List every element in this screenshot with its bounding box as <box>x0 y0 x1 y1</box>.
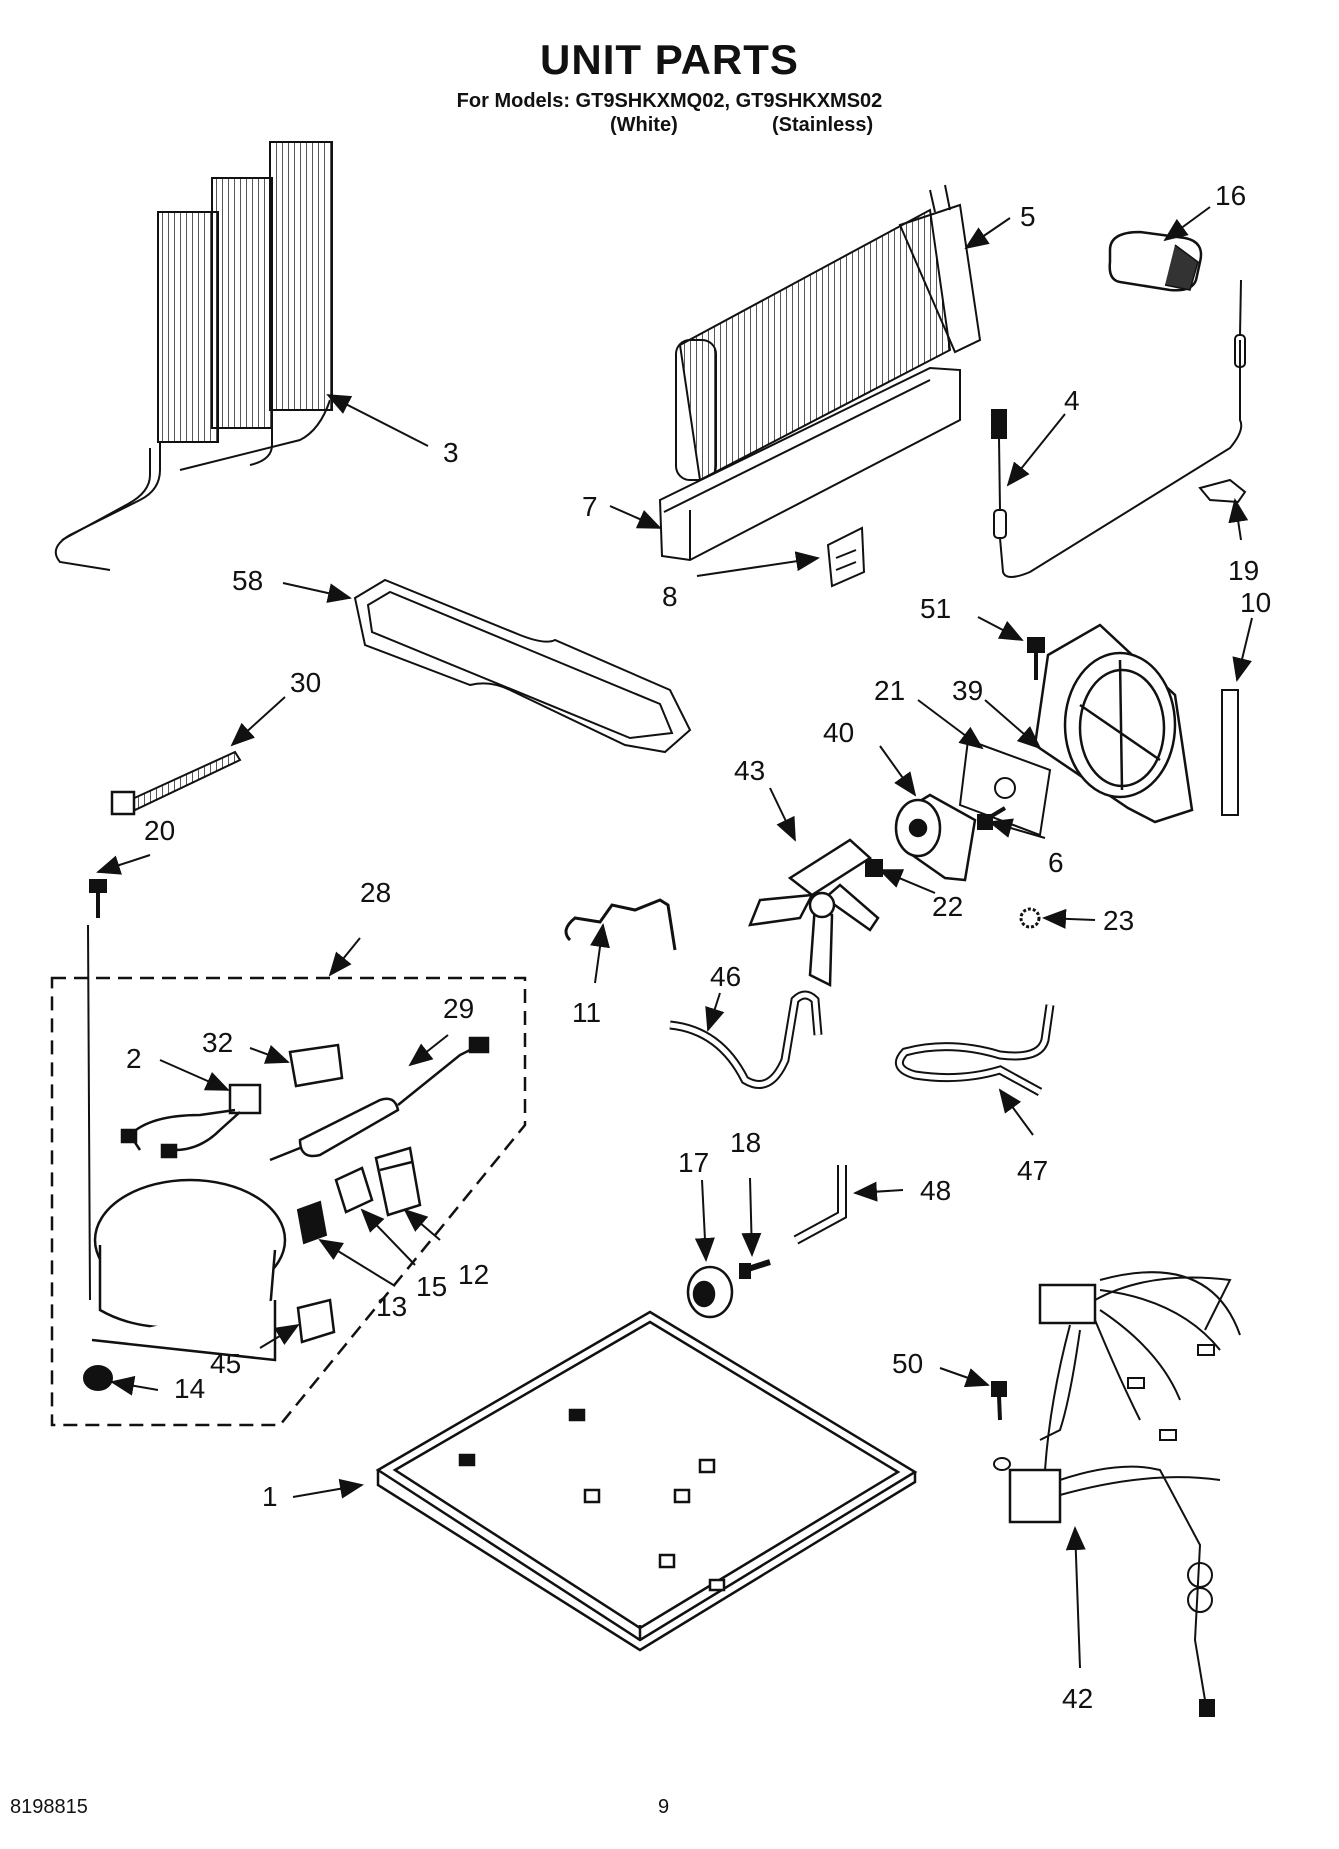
callout-2: 2 <box>126 1043 142 1074</box>
callout-20: 20 <box>144 815 175 846</box>
callout-11: 11 <box>572 997 601 1028</box>
callout-6: 6 <box>1048 847 1064 878</box>
base-frame <box>375 1310 918 1652</box>
fan-nut <box>865 859 883 877</box>
callout-50: 50 <box>892 1348 923 1379</box>
callout-58: 58 <box>232 565 263 596</box>
callout-29: 29 <box>443 993 474 1024</box>
callout-7: 7 <box>582 491 598 522</box>
callout-18: 18 <box>730 1127 761 1158</box>
callout-14: 14 <box>174 1373 205 1404</box>
small-clip <box>1019 907 1041 929</box>
callout-51: 51 <box>920 593 951 624</box>
callout-21: 21 <box>874 675 905 706</box>
callout-40: 40 <box>823 717 854 748</box>
callout-4: 4 <box>1064 385 1080 416</box>
callout-19: 19 <box>1228 555 1259 586</box>
callout-8: 8 <box>662 581 678 612</box>
page-number: 9 <box>658 1796 670 1818</box>
defrost-thermistor <box>991 279 1246 578</box>
wheel-axle <box>739 1259 771 1279</box>
condenser-coil <box>54 141 333 571</box>
callout-10: 10 <box>1240 587 1271 618</box>
callout-46: 46 <box>710 961 741 992</box>
thermistor-clip <box>1198 478 1247 504</box>
roller-wheel <box>686 1265 734 1319</box>
callout-28: 28 <box>360 877 391 908</box>
callout-30: 30 <box>290 667 321 698</box>
callout-23: 23 <box>1103 905 1134 936</box>
doc-number: 8198815 <box>10 1796 88 1818</box>
drain-pan <box>353 578 692 754</box>
screw-50 <box>991 1381 1011 1471</box>
leader-lines <box>96 206 1253 1669</box>
variant-white: (White) <box>610 114 678 136</box>
filter-drier <box>269 1036 490 1162</box>
callout-45: 45 <box>210 1348 241 1379</box>
callout-39: 39 <box>952 675 983 706</box>
callout-numbers: 3 5 16 4 7 8 19 10 58 30 20 51 21 39 40 … <box>126 180 1271 1714</box>
callout-13: 13 <box>376 1291 407 1322</box>
variant-stainless: (Stainless) <box>772 114 874 136</box>
overload <box>334 1166 374 1214</box>
callout-16: 16 <box>1215 180 1246 211</box>
callout-12: 12 <box>458 1259 489 1290</box>
models-line: For Models: GT9SHKXMQ02, GT9SHKXMS02 <box>456 90 883 112</box>
wire-bracket <box>564 898 677 951</box>
callout-3: 3 <box>443 437 459 468</box>
relay-cover <box>288 1043 344 1088</box>
callout-48: 48 <box>920 1175 951 1206</box>
page-title: UNIT PARTS <box>540 36 799 83</box>
evaporator-clip <box>826 526 866 588</box>
callout-5: 5 <box>1020 201 1036 232</box>
cable-tie <box>110 750 242 816</box>
gasket-strip <box>1221 689 1239 816</box>
screw-20 <box>89 879 107 918</box>
drain-trough <box>658 366 961 562</box>
evaporator-coil <box>675 184 982 482</box>
fan-blade <box>748 838 880 987</box>
wire-harness <box>1008 1271 1241 1717</box>
callout-42: 42 <box>1062 1683 1093 1714</box>
callout-15: 15 <box>416 1271 447 1302</box>
callout-1: 1 <box>262 1481 278 1512</box>
callout-17: 17 <box>678 1147 709 1178</box>
callout-22: 22 <box>932 891 963 922</box>
grommet <box>83 1365 113 1391</box>
callout-47: 47 <box>1017 1155 1048 1186</box>
callout-43: 43 <box>734 755 765 786</box>
callout-32: 32 <box>202 1027 233 1058</box>
compressor-kit-outline <box>50 976 527 1427</box>
compressor <box>87 924 287 1362</box>
compressor-clip <box>296 1200 328 1245</box>
relay-wire <box>120 1083 262 1159</box>
relay-45 <box>296 1298 336 1344</box>
screw-51 <box>1027 637 1045 680</box>
fan-motor <box>894 793 977 882</box>
fan-shroud <box>1033 623 1194 824</box>
start-relay <box>374 1146 422 1217</box>
